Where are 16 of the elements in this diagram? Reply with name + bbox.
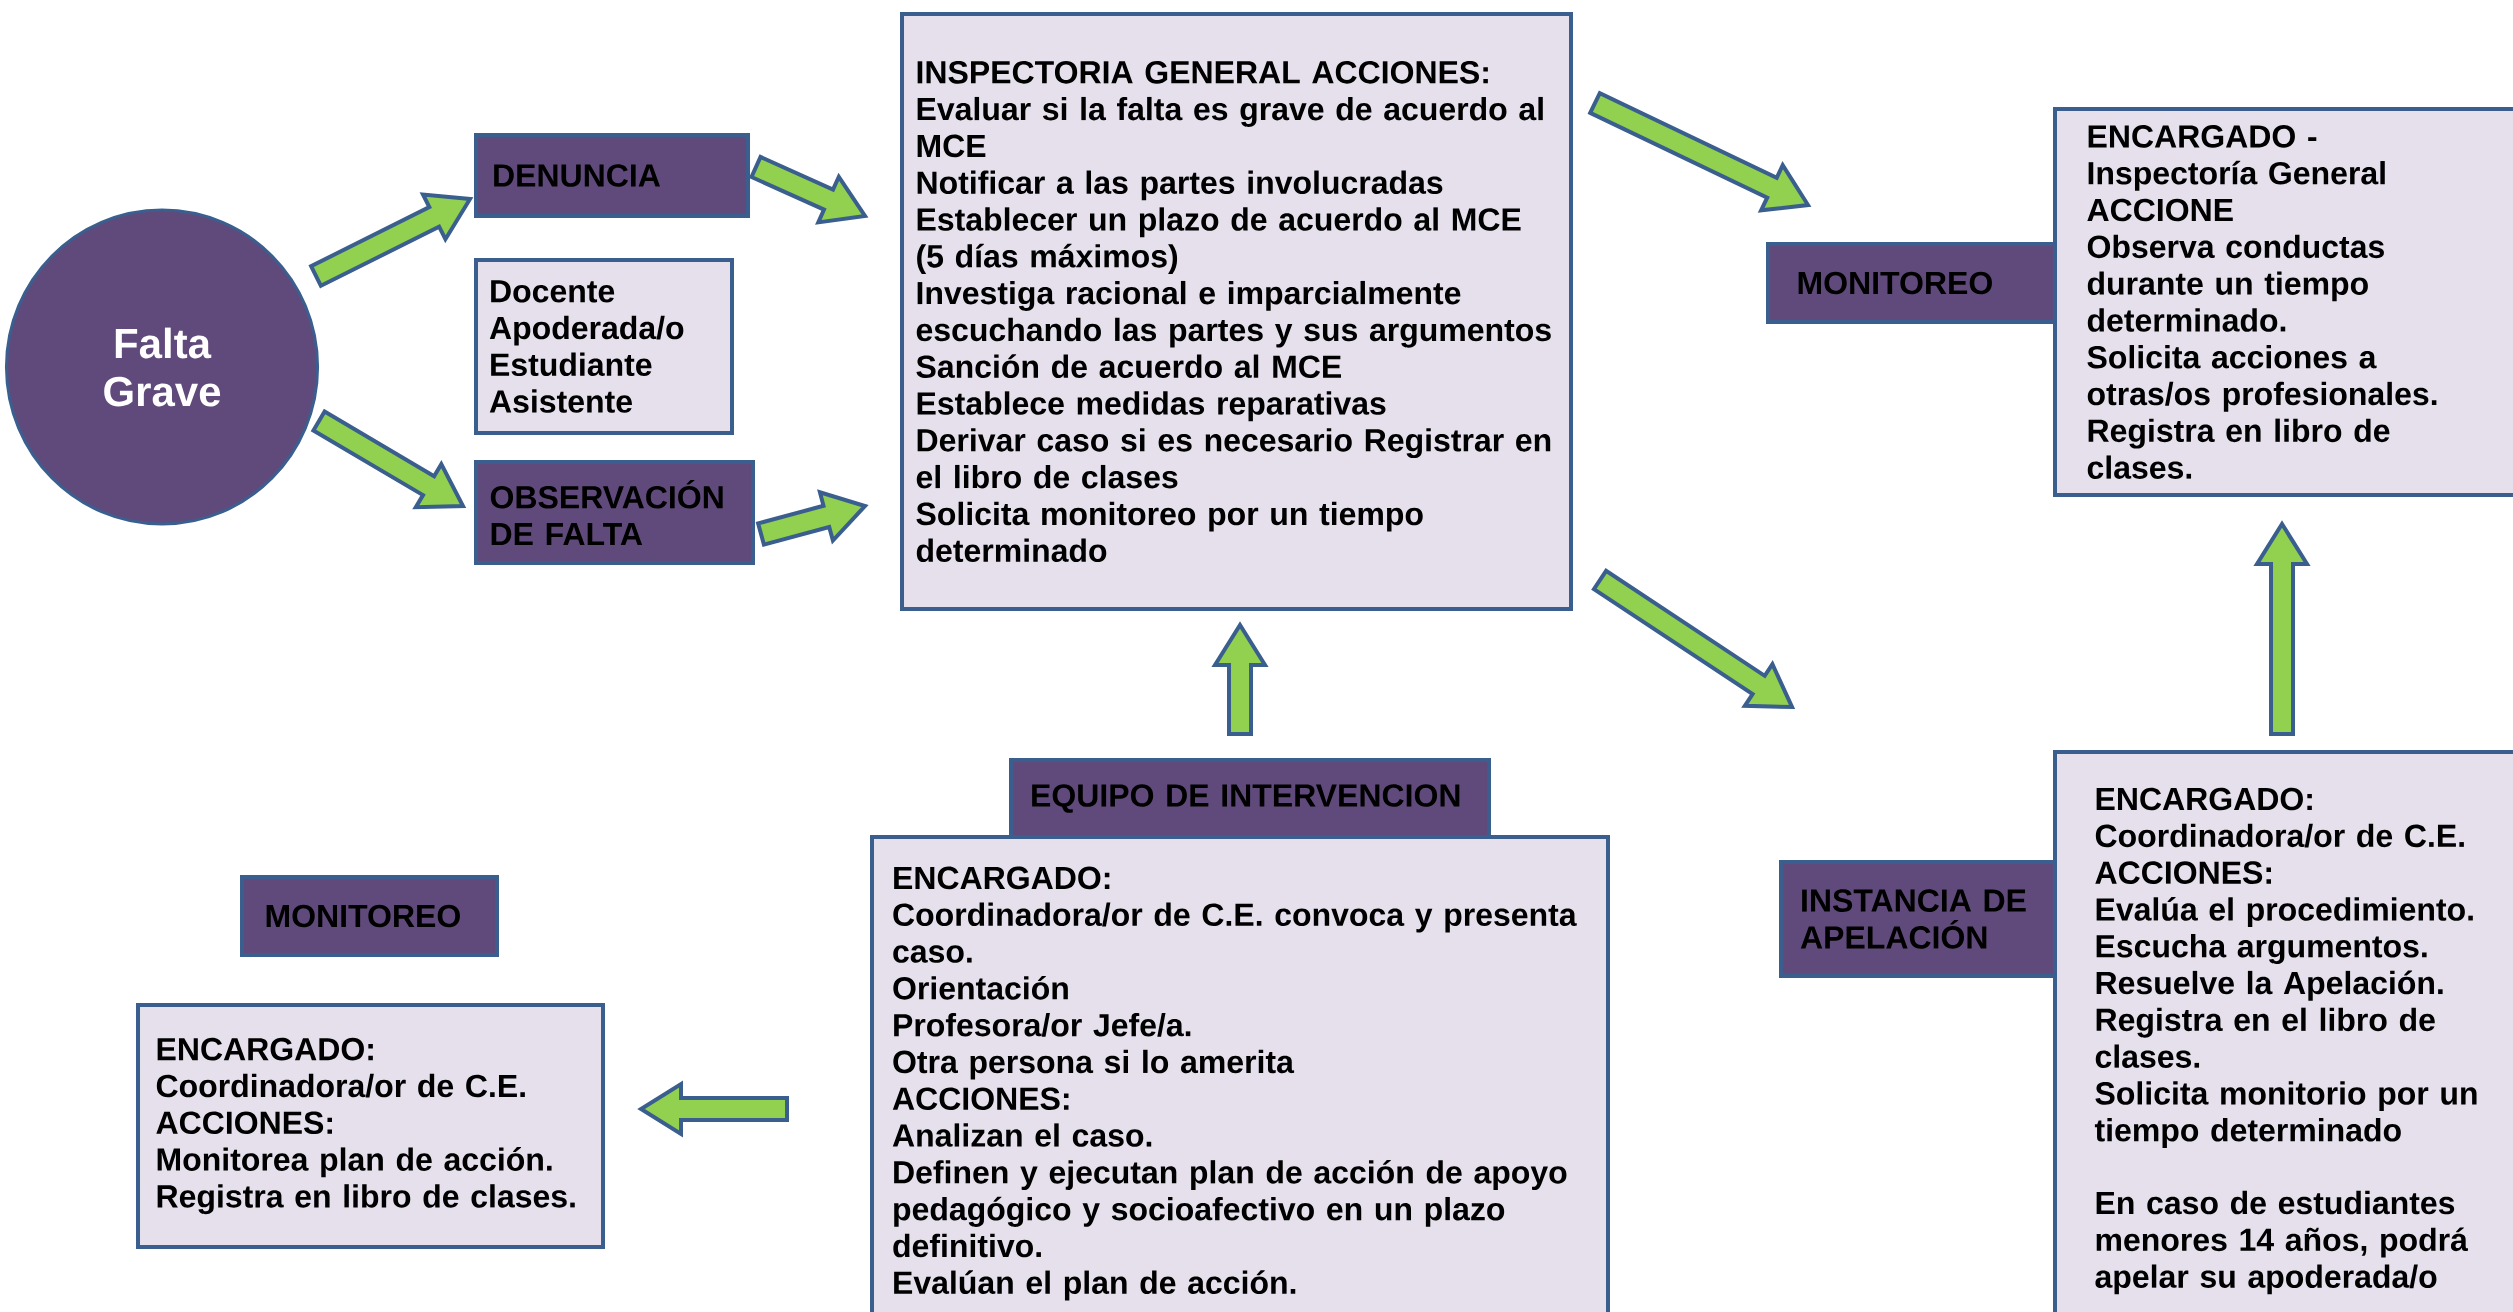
text-box: Docente Apoderada/o Estudiante Asistente [474, 258, 734, 435]
text-box: ENCARGADO: Coordinadora/or de C.E. ACCIONES: Evalúa el procedimiento. Escucha argumentos. Resuelve la Apelación. Registra en el libro de clases. Solicita monitorio por un tiempo determinado En caso de estudiantes menores 14 años, podrá apelar su apoderada/o [2053, 750, 2513, 1312]
header-box: EQUIPO DE INTERVENCION [1009, 758, 1491, 839]
block-arrow [1211, 621, 1269, 736]
text-box: ENCARGADO: Coordinadora/or de C.E. convoca y presenta caso. Orientación Profesora/or Jefe/a. Otra persona si lo amerita ACCIONES: Analizan el caso. Definen y ejecutan plan de acción de apoyo pedagógico y socioafectivo en un plazo definitivo. Evalúan el plan de acción. [870, 835, 1610, 1312]
block-arrow [1591, 568, 1796, 710]
header-box: INSTANCIA DE APELACIÓN [1779, 860, 2057, 978]
text-box: INSPECTORIA GENERAL ACCIONES: Evaluar si la falta es grave de acuerdo al MCE Notificar a las partes involucradas Establecer un plazo de acuerdo al MCE (5 días máximos) Investiga racional e imparcialmente escuchando las partes y sus argumentos Sanción de acuerdo al MCE Establece medidas reparativas Derivar caso si es necesario Registrar en el libro de clases Solicita monitoreo por un tiempo determinado [900, 12, 1573, 611]
block-arrow [637, 1080, 789, 1138]
header-box: MONITOREO [1766, 242, 2057, 324]
header-box: MONITOREO [240, 875, 499, 957]
header-box: OBSERVACIÓN DE FALTA [474, 460, 755, 565]
text-box: ENCARGADO - Inspectoría General ACCIONE Observa conductas durante un tiempo determinado. Solicita acciones a otras/os profesionales. Registra en libro de clases. [2053, 107, 2513, 497]
header-box: DENUNCIA [474, 133, 750, 218]
text-box: ENCARGADO: Coordinadora/or de C.E. ACCIONES: Monitorea plan de acción. Registra en libro de clases. [136, 1003, 605, 1249]
block-arrow [2253, 520, 2311, 736]
